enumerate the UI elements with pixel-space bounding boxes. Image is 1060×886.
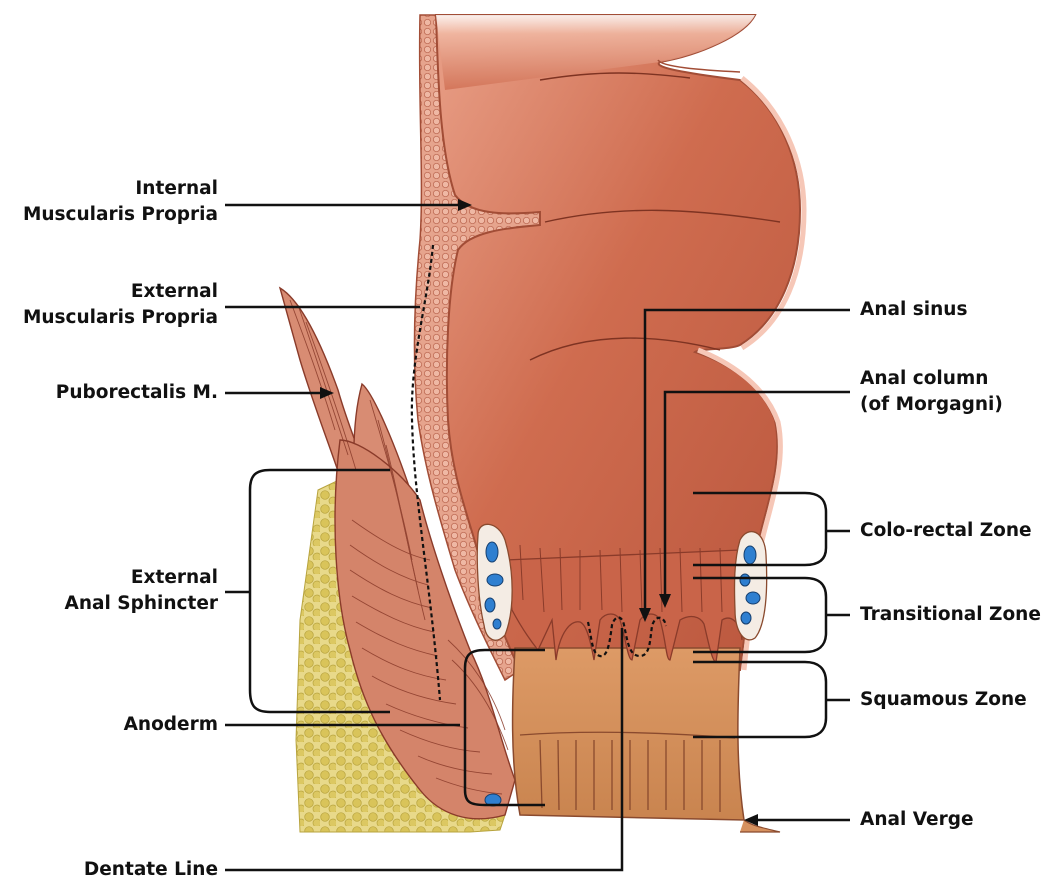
- label-internal-muscularis-line1: Internal: [23, 176, 218, 202]
- label-internal-muscularis: Internal Muscularis Propria: [23, 176, 218, 228]
- label-anal-column-line2: (of Morgagni): [860, 392, 1003, 418]
- label-anal-column-line1: Anal column: [860, 366, 1003, 392]
- label-external-anal-sphincter-line2: Anal Sphincter: [65, 591, 218, 617]
- label-external-muscularis: External Muscularis Propria: [23, 279, 218, 331]
- label-anoderm: Anoderm: [124, 712, 218, 738]
- label-external-anal-sphincter-line1: External: [65, 565, 218, 591]
- label-internal-muscularis-line2: Muscularis Propria: [23, 202, 218, 228]
- label-external-anal-sphincter: External Anal Sphincter: [65, 565, 218, 617]
- label-anal-column: Anal column (of Morgagni): [860, 366, 1003, 418]
- label-squamous-zone: Squamous Zone: [860, 687, 1027, 713]
- label-external-muscularis-line2: Muscularis Propria: [23, 305, 218, 331]
- label-colorectal-zone: Colo-rectal Zone: [860, 518, 1032, 544]
- label-dentate-line: Dentate Line: [84, 857, 218, 883]
- label-anal-verge: Anal Verge: [860, 807, 974, 833]
- label-transitional-zone: Transitional Zone: [860, 602, 1041, 628]
- label-external-muscularis-line1: External: [23, 279, 218, 305]
- anal-canal: [513, 648, 780, 832]
- label-puborectalis: Puborectalis M.: [56, 380, 218, 406]
- label-anal-sinus: Anal sinus: [860, 297, 967, 323]
